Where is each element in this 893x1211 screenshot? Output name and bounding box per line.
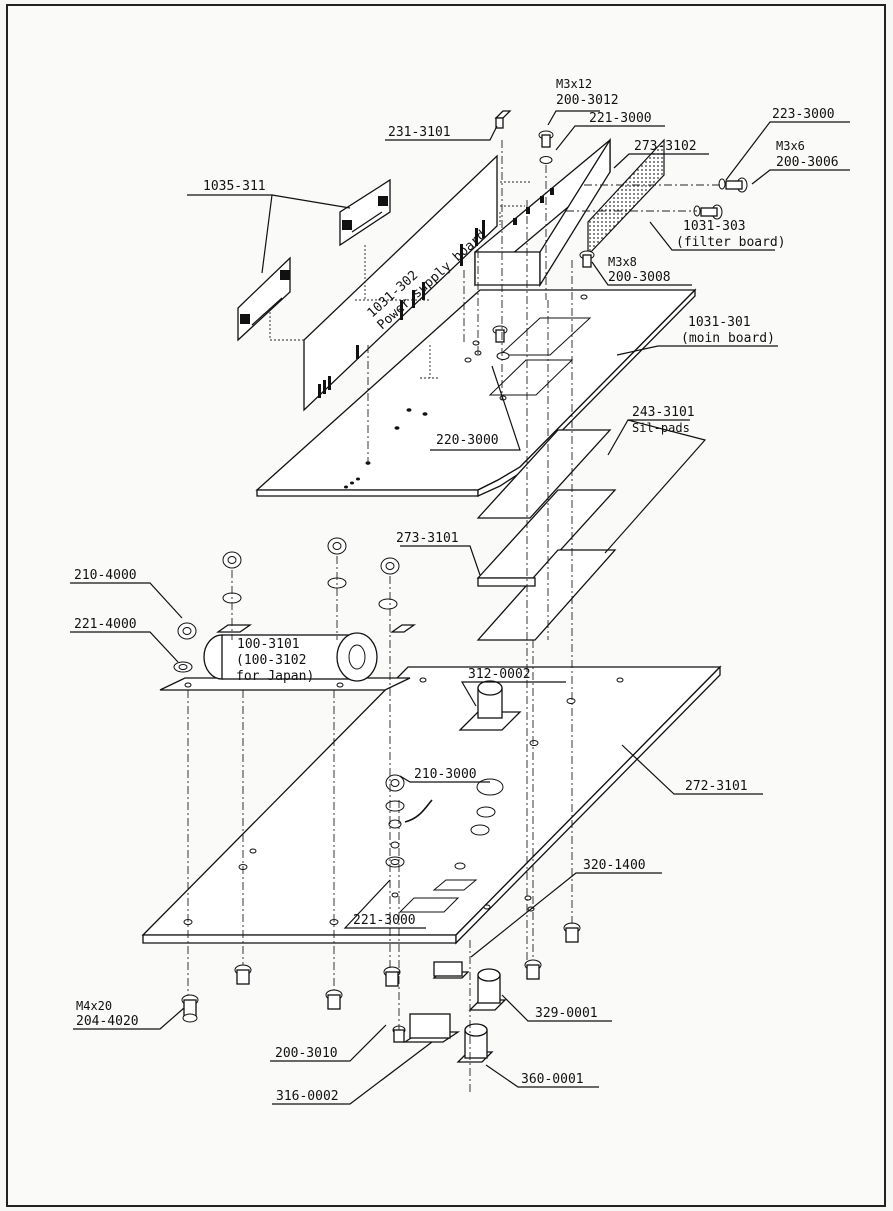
label-filter-board: (filter board) (676, 235, 786, 250)
label-for-japan: for Japan) (236, 669, 314, 684)
screws-top (492, 110, 748, 360)
chassis-plate (141, 665, 722, 945)
label-220-3000: 220-3000 (436, 433, 499, 448)
label-223-3000: 223-3000 (772, 107, 835, 122)
label-312-0002: 312-0002 (468, 667, 531, 682)
sil-pads (476, 429, 617, 641)
label-210-3000: 210-3000 (414, 767, 477, 782)
label-200-3008: 200-3008 (608, 270, 671, 285)
fuse-holder-360-0001 (456, 1023, 494, 1063)
power-inlet-316-0002 (402, 1013, 461, 1043)
fuse-holder-329-0001 (468, 968, 507, 1011)
label-m3x12: M3x12 (556, 77, 592, 91)
label-273-3101: 273-3101 (396, 531, 459, 546)
label-273-3102: 273-3102 (634, 139, 697, 154)
label-221-3000-top: 221-3000 (589, 111, 652, 126)
label-200-3012: 200-3012 (556, 93, 619, 108)
daughter-board-right (339, 178, 391, 247)
label-1031-303: 1031-303 (683, 219, 746, 234)
label-243-3101: 243-3101 (632, 405, 695, 420)
assembly-axes (187, 140, 720, 1095)
switch-320-1400 (432, 961, 470, 979)
nut-stack-210-3000 (385, 774, 433, 868)
label-1031-301: 1031-301 (688, 315, 751, 330)
connector-312 (458, 680, 522, 731)
label-main-board: (moin board) (681, 331, 775, 346)
label-231-3101: 231-3101 (388, 125, 451, 140)
label-204-4020: 204-4020 (76, 1014, 139, 1029)
power-supply-board (303, 154, 498, 412)
label-100-3102: (100-3102 (236, 653, 306, 668)
label-sil-pads: Sil-pads (632, 421, 690, 435)
label-320-1400: 320-1400 (583, 858, 646, 873)
label-100-3101: 100-3101 (237, 637, 300, 652)
label-272-3101: 272-3101 (685, 779, 748, 794)
part-labels: 231-3101 M3x12 200-3012 221-3000 273-310… (74, 77, 839, 1104)
label-200-3010: 200-3010 (275, 1046, 338, 1061)
label-316-0002: 316-0002 (276, 1089, 339, 1104)
label-360-0001: 360-0001 (521, 1072, 584, 1087)
label-1035-311: 1035-311 (203, 179, 266, 194)
filter-board (587, 138, 665, 257)
screws-bottom (181, 922, 581, 1043)
leader-lines (70, 110, 850, 1105)
label-m4x20: M4x20 (76, 999, 112, 1013)
label-210-4000: 210-4000 (74, 568, 137, 583)
heatsink-bracket (474, 137, 611, 288)
daughter-board-left (237, 256, 291, 342)
label-221-4000: 221-4000 (74, 617, 137, 632)
label-200-3006: 200-3006 (776, 155, 839, 170)
label-329-0001: 329-0001 (535, 1006, 598, 1021)
label-221-3000-bottom: 221-3000 (353, 913, 416, 928)
label-m3x6: M3x6 (776, 139, 805, 153)
label-m3x8: M3x8 (608, 255, 637, 269)
